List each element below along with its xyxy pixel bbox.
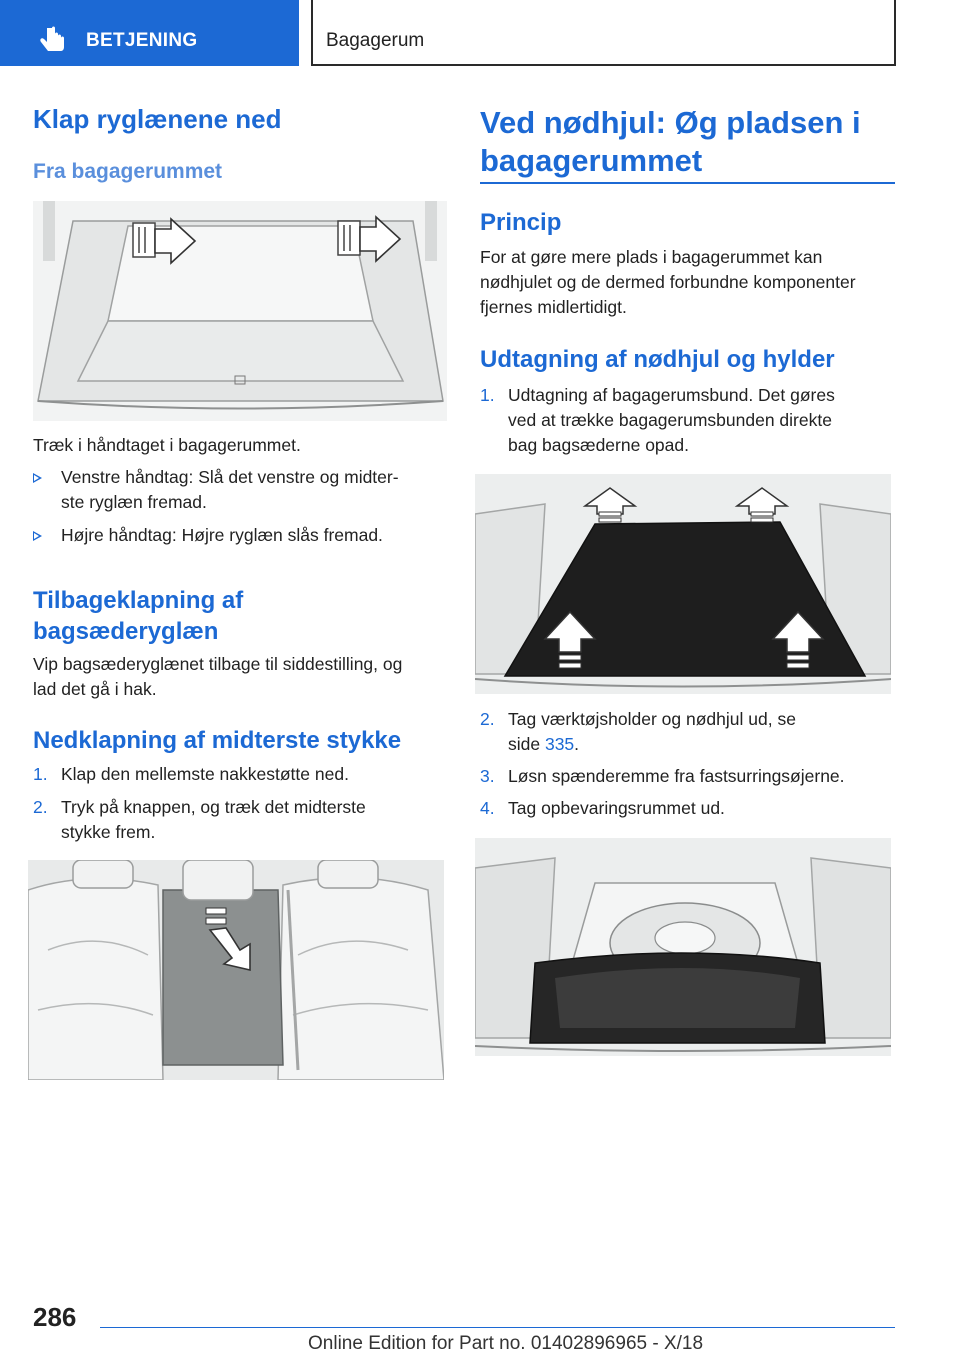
trunk-handles-drawing [33,201,447,421]
list-item-text: Udtagning af bagagerumsbund. Det gøres [508,385,835,405]
section-label: BETJENING [86,30,198,51]
heading-underline [480,182,895,184]
header-box-edge [894,0,896,66]
page-number: 286 [33,1302,77,1332]
list-item-text: Venstre håndtag: Slå det venstre og midt… [61,467,399,487]
list-item: 2. Tryk på knappen, og træk det midterst… [33,795,443,845]
list-item-text: Højre håndtag: Højre ryglæn slås fremad. [61,525,383,545]
trunk-floor-illustration [475,474,891,694]
list-item-text: Løsn spænderemme fra fastsurringsøjerne. [508,766,845,786]
page-reference-link[interactable]: 335 [544,734,575,754]
list-item-text: stykke frem. [61,822,156,842]
section-tab: BETJENING [0,0,299,66]
list-item-text: ste ryglæn fremad. [61,492,207,512]
list-item: 1. Udtagning af bagagerumsbund. Det gøre… [480,383,895,458]
edition-note: Online Edition for Part no. 01402896965 … [308,1333,704,1354]
trunk-handle-instruction: Træk i håndtaget i bagagerummet. [33,435,301,455]
header-box-underline [311,64,896,66]
list-item-text: Tag opbevaringsrummet ud. [508,798,725,818]
heading-remove-spare: Udtagning af nødhjul og hylder [480,346,835,373]
heading-fold-backrests: Klap ryglænene ned [33,104,282,134]
list-item: 3. Løsn spænderemme fra fastsurringsøjer… [480,764,895,789]
trunk-floor-drawing [475,474,891,694]
list-item: 1. Klap den mellemste nakkestøtte ned. [33,762,443,787]
subheading-from-trunk: Fra bagagerummet [33,160,223,183]
hand-pointer-icon [40,26,64,51]
bullet-triangle-icon [33,473,42,483]
list-item-text: Tag værktøjsholder og nødhjul ud, se [508,709,796,729]
heading-principle: Princip [480,209,562,236]
list-item: 4. Tag opbevaringsrummet ud. [480,796,895,821]
principle-paragraph: For at gøre mere plads i bagagerummet ka… [480,247,856,317]
bullet-triangle-icon [33,531,42,541]
rear-seat-illustration [28,860,444,1080]
heading-fold-middle-section: Nedklapning af midterste stykke [33,727,402,754]
storage-compartment-drawing [475,838,891,1056]
heading-spare-wheel: Ved nødhjul: Øg pladsen i bagagerummet [480,105,861,178]
fold-back-paragraph: Vip bagsæderyglænet tilbage til siddesti… [33,654,403,699]
list-item-text: ved at trække bagagerumsbunden direkte [508,410,832,430]
header-divider [311,0,313,66]
list-item-text: Klap den mellemste nakkestøtte ned. [61,764,349,784]
list-item-text: bag bagsæderne opad. [508,435,689,455]
heading-fold-back: Tilbageklapning af bagsæderyglæn [33,587,244,645]
list-item-text: Tryk på knappen, og træk det midterste [61,797,366,817]
list-item: Venstre håndtag: Slå det venstre og midt… [33,465,443,515]
page-title: Bagagerum [326,30,425,51]
rear-seat-drawing [28,860,444,1080]
storage-compartment-illustration [475,838,891,1056]
footer-rule [100,1327,895,1328]
list-item: 2. Tag værktøjsholder og nødhjul ud, se … [480,709,796,754]
list-item: Højre håndtag: Højre ryglæn slås fremad. [33,523,443,548]
trunk-handles-illustration [33,201,447,421]
